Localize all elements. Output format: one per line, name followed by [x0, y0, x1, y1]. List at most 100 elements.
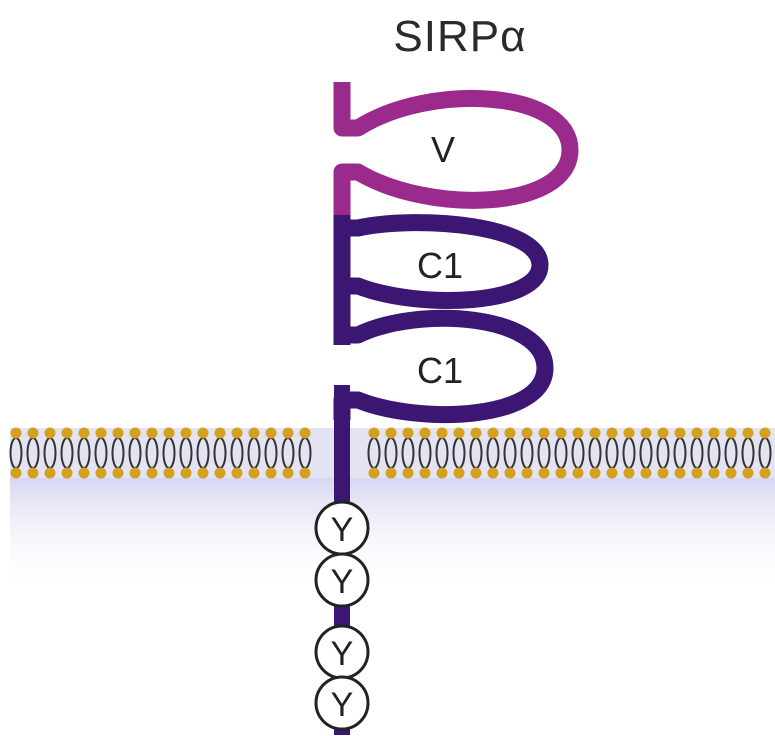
c1-domain-loop-2 [333, 290, 554, 424]
lipid-head [606, 467, 618, 479]
lipid-head [521, 467, 533, 479]
lipid-head [453, 427, 465, 439]
lipid-head [657, 467, 669, 479]
c1-domain-loop-1 [333, 214, 549, 309]
lipid-head [589, 427, 601, 439]
lipid-head [402, 427, 414, 439]
protein-title: SIRPα [393, 12, 527, 61]
lipid-head [436, 427, 448, 439]
lipid-head [180, 427, 192, 439]
lipid-head [265, 467, 277, 479]
lipid-head [504, 467, 516, 479]
domain-label-c1-2: C1 [417, 350, 463, 391]
lipid-head [27, 427, 39, 439]
svg-text:Y: Y [331, 511, 354, 549]
tyrosine-motif: Y [314, 624, 370, 680]
lipid-head [742, 467, 754, 479]
tyrosine-motif: Y [314, 500, 370, 556]
lipid-head [640, 467, 652, 479]
lipid-head [214, 467, 226, 479]
lipid-head [470, 427, 482, 439]
lipid-head [725, 427, 737, 439]
lipid-head [248, 467, 260, 479]
lipid-head [555, 467, 567, 479]
lipid-head [691, 467, 703, 479]
lipid-head [419, 467, 431, 479]
lipid-head [248, 427, 260, 439]
lipid-head [95, 467, 107, 479]
lipid-head [623, 427, 635, 439]
lipid-head [265, 427, 277, 439]
lipid-head [214, 427, 226, 439]
lipid-head [146, 427, 158, 439]
lipid-head [146, 467, 158, 479]
lipid-head [231, 467, 243, 479]
lipid-head [657, 427, 669, 439]
cytoplasm-region [10, 470, 775, 590]
v-domain-loop [333, 82, 579, 225]
lipid-head [521, 427, 533, 439]
lipid-head [470, 467, 482, 479]
lipid-head [385, 427, 397, 439]
lipid-head [385, 467, 397, 479]
lipid-head [555, 427, 567, 439]
svg-text:Y: Y [331, 635, 354, 673]
lipid-head [572, 467, 584, 479]
lipid-head [282, 427, 294, 439]
lipid-head [674, 427, 686, 439]
lipid-head [299, 467, 311, 479]
lipid-head [572, 427, 584, 439]
lipid-head [231, 427, 243, 439]
lipid-head [129, 467, 141, 479]
lipid-head [112, 427, 124, 439]
lipid-head [78, 467, 90, 479]
lipid-head [368, 467, 380, 479]
lipid-head [487, 467, 499, 479]
lipid-head [606, 427, 618, 439]
lipid-head [368, 427, 380, 439]
lipid-head [453, 467, 465, 479]
tyrosine-motif: Y [314, 675, 370, 731]
lipid-head [759, 427, 771, 439]
lipid-head [708, 427, 720, 439]
lipid-head [725, 467, 737, 479]
domain-label-v: V [431, 129, 455, 170]
lipid-head [504, 427, 516, 439]
lipid-head [197, 467, 209, 479]
lipid-head [163, 467, 175, 479]
lipid-head [708, 467, 720, 479]
lipid-head [44, 467, 56, 479]
lipid-head [419, 427, 431, 439]
lipid-head [538, 467, 550, 479]
lipid-head [640, 427, 652, 439]
lipid-head [61, 467, 73, 479]
lipid-head [691, 427, 703, 439]
lipid-head [299, 427, 311, 439]
lipid-head [282, 467, 294, 479]
lipid-head [538, 427, 550, 439]
lipid-head [10, 427, 22, 439]
lipid-head [623, 467, 635, 479]
lipid-head [742, 427, 754, 439]
lipid-head [197, 427, 209, 439]
lipid-head [402, 467, 414, 479]
svg-text:Y: Y [331, 563, 354, 601]
lipid-head [674, 467, 686, 479]
lipid-head [487, 427, 499, 439]
svg-text:Y: Y [331, 686, 354, 724]
lipid-head [44, 427, 56, 439]
lipid-head [61, 427, 73, 439]
lipid-head [436, 467, 448, 479]
lipid-bilayer [9, 427, 772, 479]
domain-label-c1-1: C1 [417, 245, 463, 286]
lipid-head [589, 467, 601, 479]
lipid-head [759, 467, 771, 479]
lipid-head [180, 467, 192, 479]
lipid-head [27, 467, 39, 479]
lipid-head [10, 467, 22, 479]
lipid-head [78, 427, 90, 439]
tyrosine-motif: Y [314, 552, 370, 608]
lipid-head [112, 467, 124, 479]
lipid-head [163, 427, 175, 439]
